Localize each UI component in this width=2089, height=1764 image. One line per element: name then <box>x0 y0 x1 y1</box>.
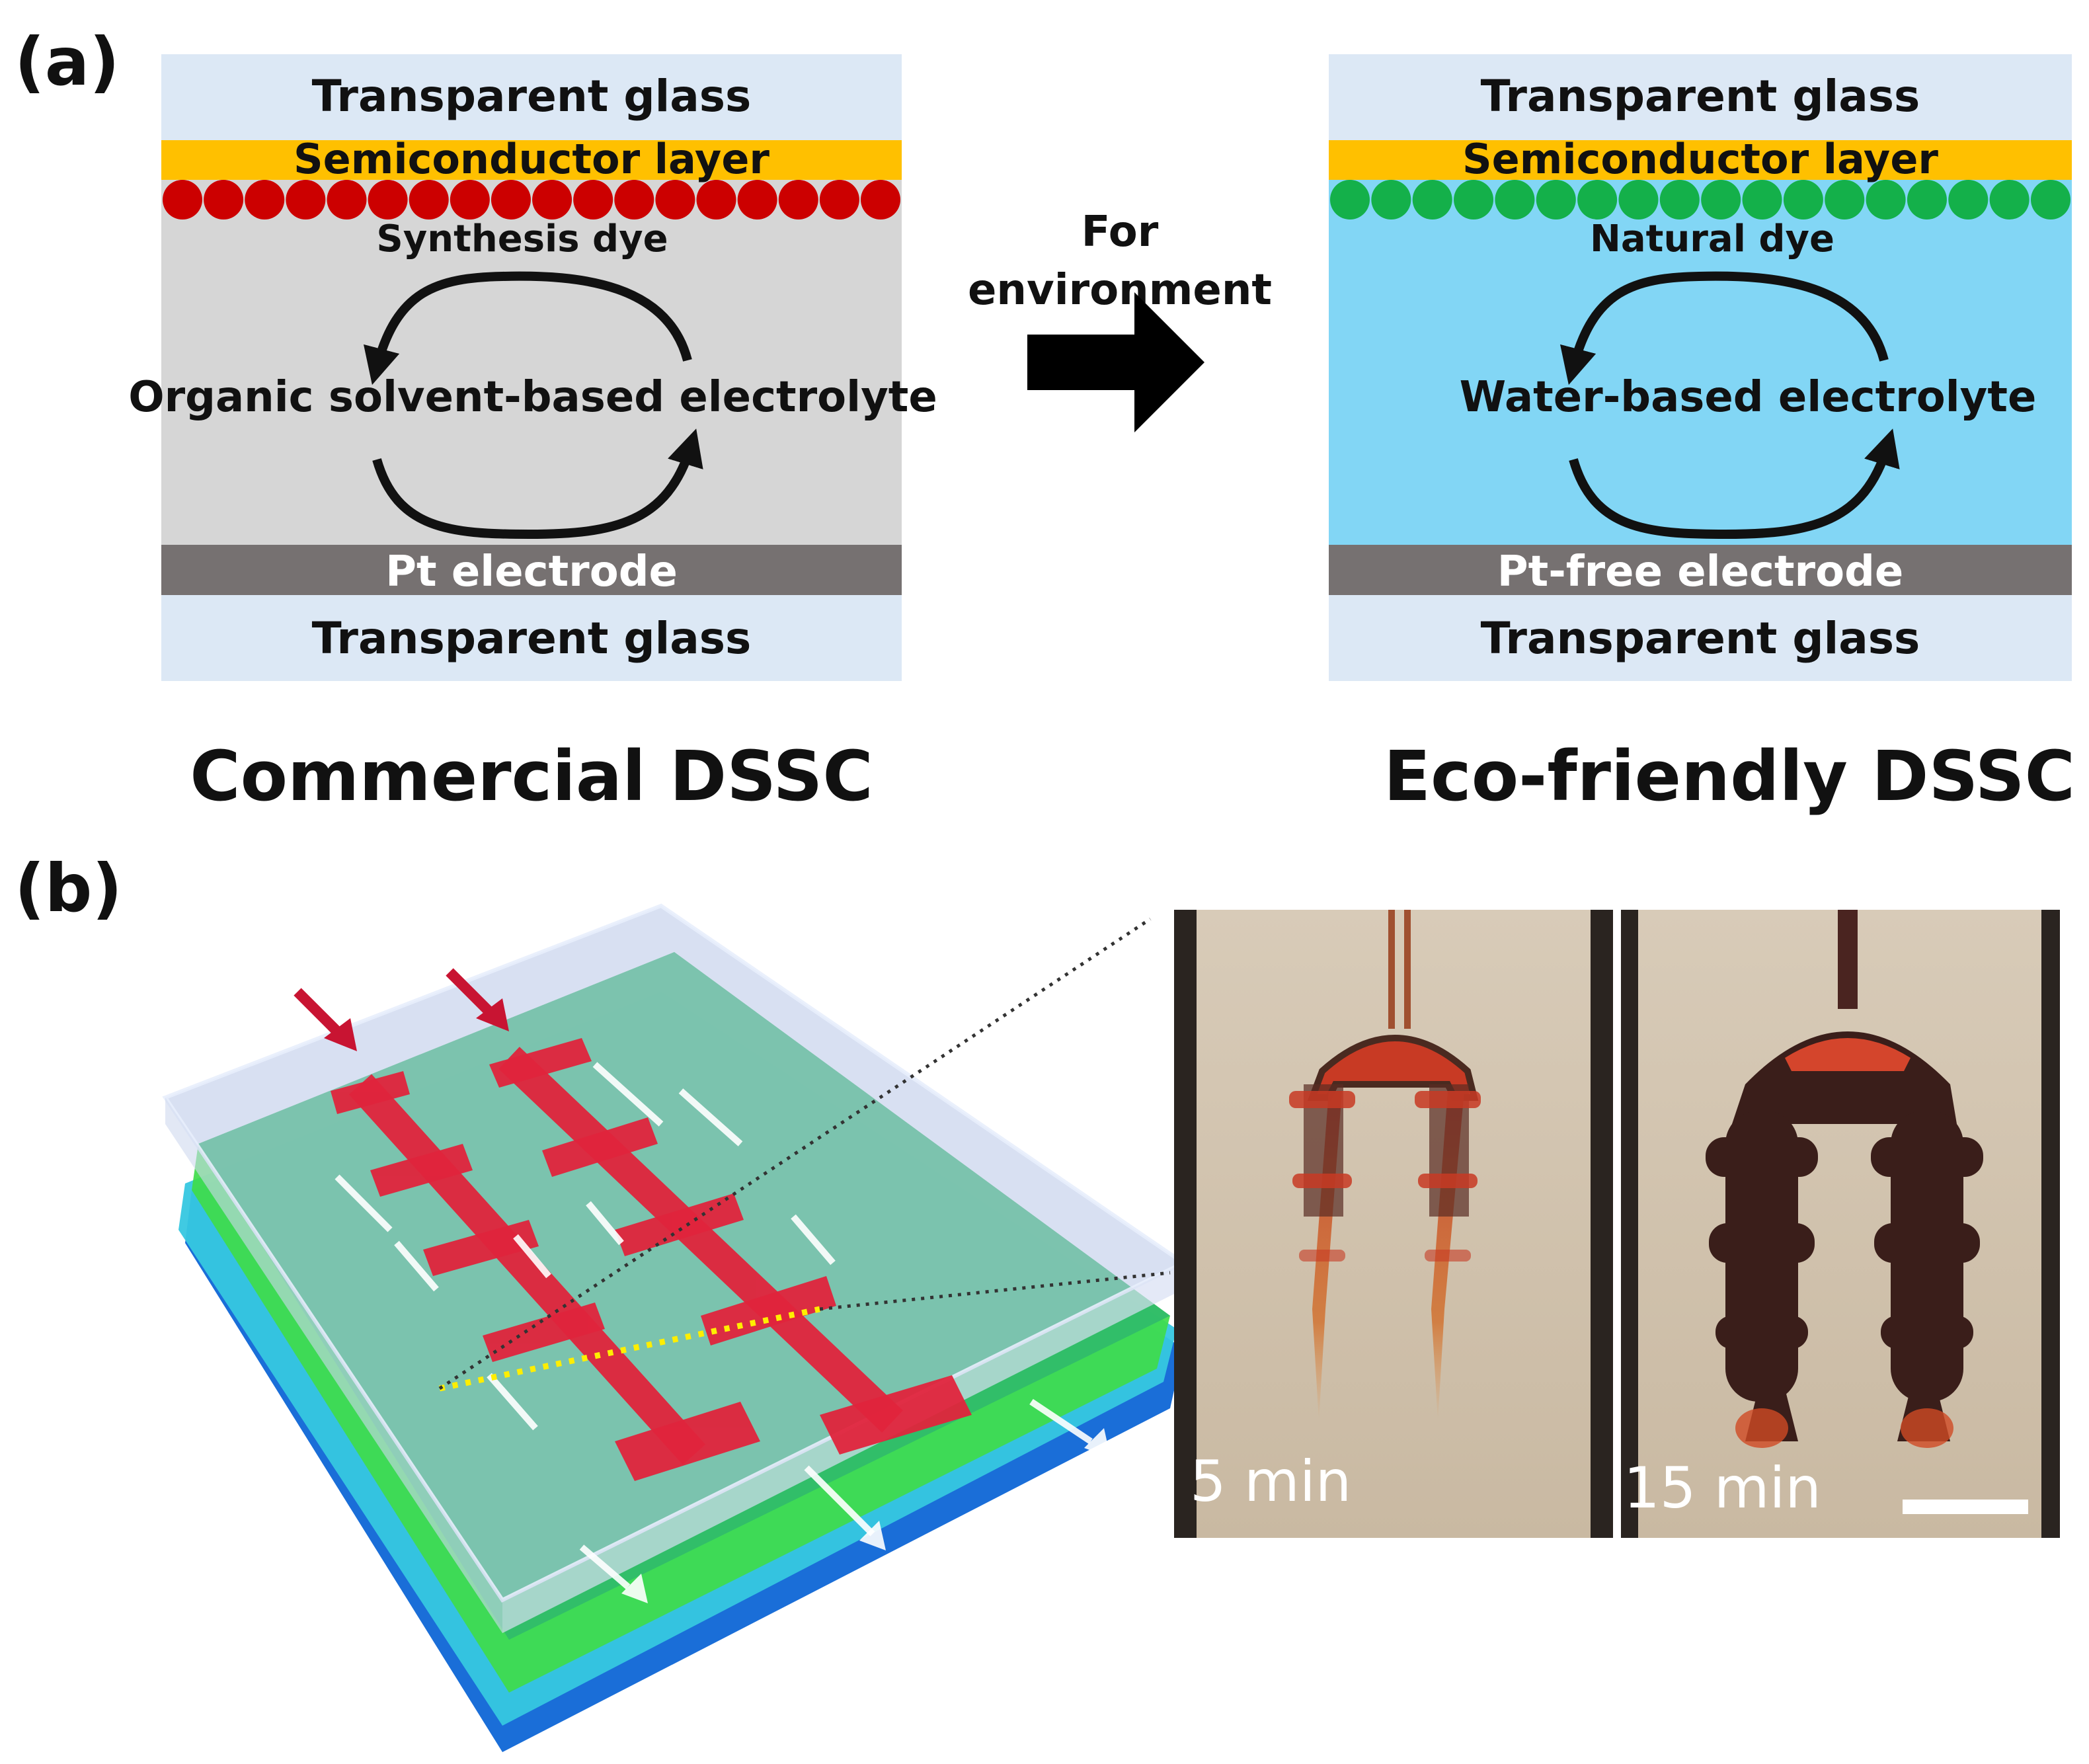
electrolyte-region <box>1329 180 2072 545</box>
semiconductor-layer <box>1329 140 2072 180</box>
top-glass-layer <box>1329 54 2072 140</box>
dye-molecule <box>696 180 736 220</box>
cycle-arrow-top <box>1559 271 1889 385</box>
arrow-text-line-2: environment <box>968 266 1272 315</box>
dye-molecule <box>1454 180 1494 220</box>
commercial-dssc-caption: Commercial DSSC <box>190 736 873 817</box>
synthesis-dye-row <box>163 180 900 220</box>
pt-free-electrode-layer <box>1329 545 2072 595</box>
dye-molecule <box>409 180 449 220</box>
cycle-arrow-bottom <box>372 428 703 540</box>
dye-molecule <box>1701 180 1741 220</box>
electrolyte-label: Organic solvent-based electrolyte <box>128 373 937 422</box>
bottom-glass-label: Transparent glass <box>312 613 752 664</box>
photo-5-min-time-label: 5 min <box>1190 1449 1351 1515</box>
dye-molecule <box>1577 180 1618 220</box>
dye-molecule <box>1989 180 2030 220</box>
dye-molecule <box>614 180 654 220</box>
dye-molecule <box>327 180 367 220</box>
photo-15-min: 15 min <box>1621 910 2060 1538</box>
natural-dye-row <box>1330 180 2070 220</box>
semiconductor-layer <box>161 140 902 180</box>
eco-friendly-dssc-caption: Eco-friendly DSSC <box>1384 736 2075 817</box>
top-glass-label: Transparent glass <box>312 71 752 122</box>
panel-b-label: (b) <box>15 850 122 927</box>
dye-molecule <box>450 180 490 220</box>
right-arrow-icon <box>1027 292 1204 432</box>
top-glass-layer <box>161 54 902 140</box>
dye-molecule <box>1330 180 1370 220</box>
dye-molecule <box>655 180 695 220</box>
dye-molecule <box>532 180 572 220</box>
commercial-dssc-diagram: Transparent glass Semiconductor layer Sy… <box>128 54 937 681</box>
semiconductor-label: Semiconductor layer <box>1462 135 1938 183</box>
panel-a-label: (a) <box>15 23 120 100</box>
zoom-guide-line-top <box>438 917 1152 1390</box>
dye-molecule <box>1371 180 1411 220</box>
dye-molecule <box>1866 180 1906 220</box>
dye-molecule <box>778 180 818 220</box>
scale-bar <box>1903 1500 2028 1514</box>
cycle-arrow-bottom <box>1569 428 1900 540</box>
dye-molecule <box>204 180 244 220</box>
dye-molecule <box>1495 180 1535 220</box>
pt-electrode-layer <box>161 545 902 595</box>
dye-molecule <box>1742 180 1782 220</box>
dye-molecule <box>1948 180 1989 220</box>
bottom-glass-layer <box>1329 595 2072 681</box>
dye-molecule <box>2031 180 2070 220</box>
dye-label: Synthesis dye <box>376 218 668 261</box>
dye-molecule <box>491 180 531 220</box>
dye-molecule <box>1907 180 1947 220</box>
dye-molecule <box>737 180 777 220</box>
bottom-glass-label: Transparent glass <box>1481 613 1920 664</box>
dye-molecule <box>1783 180 1823 220</box>
dye-molecule <box>819 180 859 220</box>
eco-friendly-dssc-diagram: Transparent glass Semiconductor layer Na… <box>1329 54 2072 681</box>
zoom-guide-line-bottom <box>819 1271 1171 1311</box>
electrolyte-region <box>161 180 902 545</box>
microfluidic-device-illustration <box>162 903 1187 1752</box>
electrode-label: Pt electrode <box>385 547 678 596</box>
dye-molecule <box>1825 180 1865 220</box>
cycle-arrow-top <box>363 271 692 385</box>
dye-molecule <box>573 180 613 220</box>
dye-molecule <box>368 180 408 220</box>
dye-molecule <box>861 180 900 220</box>
photo-15-min-time-label: 15 min <box>1624 1455 1821 1521</box>
top-glass-label: Transparent glass <box>1481 71 1920 122</box>
dye-label: Natural dye <box>1590 218 1834 261</box>
bottom-glass-layer <box>161 595 902 681</box>
photo-5-min: 5 min <box>1174 910 1613 1538</box>
dye-molecule <box>1618 180 1659 220</box>
arrow-text-line-1: For <box>1082 208 1159 257</box>
electrolyte-label: Water-based electrolyte <box>1460 373 2037 422</box>
dye-molecule <box>245 180 285 220</box>
dye-molecule <box>1659 180 1700 220</box>
semiconductor-label: Semiconductor layer <box>294 135 769 183</box>
electrode-label: Pt-free electrode <box>1497 547 1904 596</box>
dye-molecule <box>286 180 326 220</box>
dye-molecule <box>1412 180 1452 220</box>
dye-molecule <box>163 180 202 220</box>
dye-molecule <box>1536 180 1576 220</box>
